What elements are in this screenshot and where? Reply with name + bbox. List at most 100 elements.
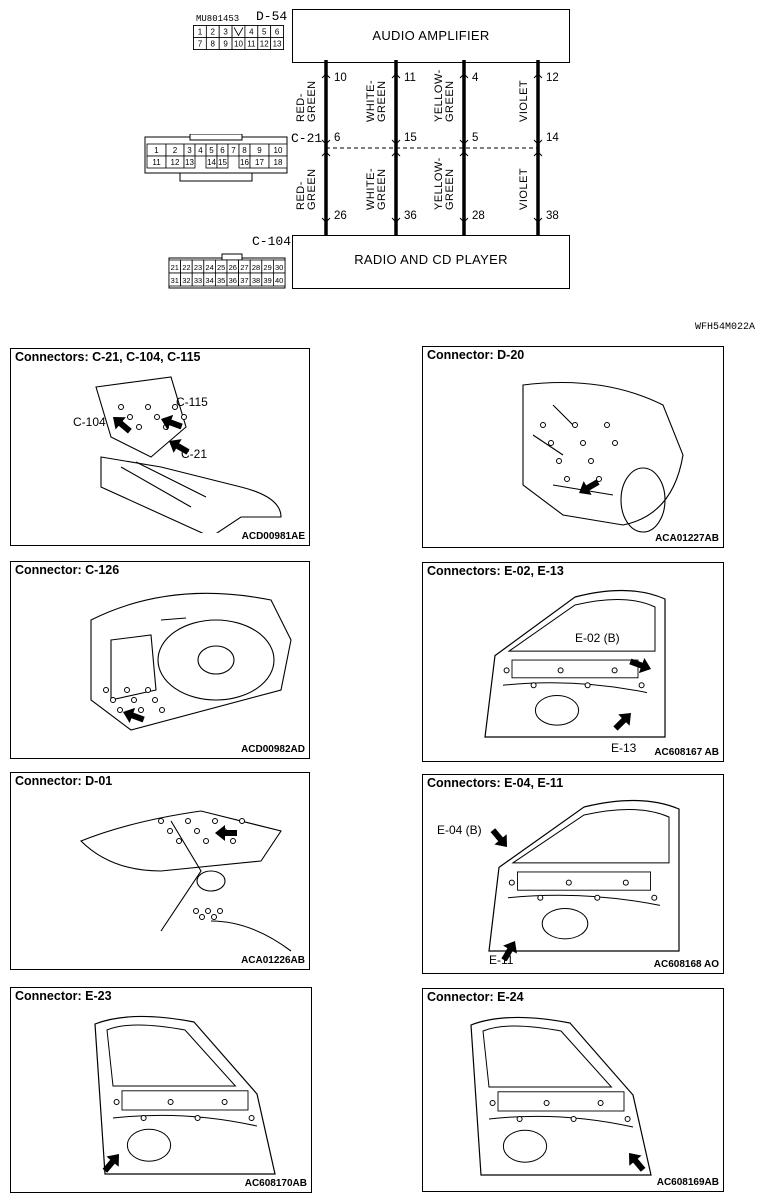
wire-color-label: RED-GREEN (295, 168, 318, 210)
c104-pin-number: 28 (252, 263, 260, 272)
c21-pin-number: 14 (207, 158, 216, 167)
connector-callout: C-21 (181, 447, 208, 461)
pointer-arrow (215, 825, 237, 841)
vehicle-illustration (80, 810, 292, 952)
connector-break-mark (321, 217, 331, 223)
c104-pin-number: 31 (171, 276, 179, 285)
vehicle-illustration (95, 376, 282, 533)
c104-pin-number: 34 (205, 276, 213, 285)
panel-title: Connector: E-23 (15, 989, 112, 1003)
d54-pin-number: 1 (198, 28, 203, 37)
vehicle-illustration (522, 381, 684, 533)
connector-callout: E-11 (489, 953, 514, 967)
connector-break-mark (533, 151, 543, 157)
vehicle-illustration (94, 1015, 276, 1175)
wire-color-line: GREEN (444, 80, 456, 122)
schematic-figure-code: WFH54M022A (694, 322, 755, 333)
c21-pin-cell (216, 155, 229, 169)
connector-callout: E-02 (B) (575, 631, 620, 645)
d54-pin-number: 9 (223, 40, 228, 49)
c21-pin-number: 1 (154, 146, 159, 155)
wire-pin-number: 15 (404, 132, 417, 144)
d54-pin-number: 11 (247, 40, 256, 49)
wire-color-label: VIOLET (518, 167, 530, 210)
wire-color-label: VIOLET (518, 80, 530, 122)
vehicle-illustration (90, 592, 292, 731)
c21-pin-number: 18 (274, 158, 283, 167)
c104-pin-number: 26 (229, 263, 237, 272)
wire-color-line: GREEN (376, 80, 388, 122)
connector-break-mark (321, 151, 331, 157)
panel-figure-code: ACA01227AB (655, 533, 719, 544)
wire-color-label: WHITE-GREEN (365, 80, 388, 122)
panel-title: Connector: C-126 (15, 563, 120, 577)
c21-pin-number: 11 (152, 158, 161, 167)
connector-break-mark (391, 139, 401, 145)
panel-figure-code: ACA01226AB (241, 955, 305, 966)
wire-color-line: VIOLET (518, 167, 530, 210)
panel-title: Connectors: E-04, E-11 (427, 776, 564, 790)
c21-pin-number: 7 (231, 146, 236, 155)
wire-pin-number: 26 (334, 210, 347, 222)
d54-pin-number: 3 (223, 28, 228, 37)
connector-break-mark (533, 73, 543, 79)
c21-pin-cell (268, 155, 288, 169)
c21-pin-number: 6 (220, 146, 225, 155)
connector-callout: C-104 (73, 415, 106, 429)
c104-pin-number: 32 (182, 276, 190, 285)
c21-pin-number: 16 (240, 158, 249, 167)
connector-break-mark (321, 139, 331, 145)
c104-pin-number: 35 (217, 276, 225, 285)
pointer-arrow (490, 828, 507, 847)
c21-pin-number: 3 (187, 146, 192, 155)
c21-pin-number: 17 (255, 158, 264, 167)
pointer-arrow (123, 707, 145, 723)
wire-pin-number: 28 (472, 210, 485, 222)
vehicle-illustration (470, 1016, 652, 1176)
wire-pin-number: 4 (472, 72, 479, 84)
wire-pin-number: 12 (546, 72, 559, 84)
wire-color-label: YELLOW-GREEN (433, 69, 456, 122)
panel-title: Connector: E-24 (427, 990, 524, 1004)
c21-pin-number: 2 (173, 146, 178, 155)
connector-break-mark (391, 217, 401, 223)
wire-pin-number: 6 (334, 132, 341, 144)
vehicle-illustration (488, 799, 680, 961)
wire-pin-number: 14 (546, 132, 559, 144)
panel-title: Connector: D-20 (427, 348, 525, 362)
d54-pin-number: 5 (262, 28, 267, 37)
connector-break-mark (459, 217, 469, 223)
connector-callout: E-04 (B) (437, 823, 482, 837)
d54-pin-number: 13 (273, 40, 282, 49)
c104-label: C-104 (252, 234, 292, 249)
audio-amplifier-label: AUDIO AMPLIFIER (372, 28, 490, 43)
c104-pin-number: 40 (275, 276, 283, 285)
pointer-arrow (113, 417, 132, 434)
pointer-arrow (613, 713, 631, 731)
connector-break-mark (533, 139, 543, 145)
pointer-arrow (161, 414, 183, 430)
c104-pin-number: 29 (263, 263, 271, 272)
pointer-arrow (579, 479, 600, 495)
connector-break-mark (321, 73, 331, 79)
d54-pin-cell (270, 37, 284, 50)
connector-break-mark (459, 73, 469, 79)
pointer-arrow (629, 1153, 646, 1172)
wire-pin-number: 5 (472, 132, 479, 144)
panel-figure-code: AC608170AB (244, 1178, 307, 1189)
panel-figure-code: ACD00982AD (241, 744, 305, 755)
c21-pin-number: 9 (257, 146, 262, 155)
panel-figure-code: ACD00981AE (241, 531, 305, 542)
d54-pin-number: 8 (211, 40, 216, 49)
wire-color-label: WHITE-GREEN (365, 168, 388, 210)
connector-callout: C-115 (176, 395, 208, 409)
c104-pin-number: 39 (263, 276, 271, 285)
c21-pin-number: 12 (171, 158, 180, 167)
